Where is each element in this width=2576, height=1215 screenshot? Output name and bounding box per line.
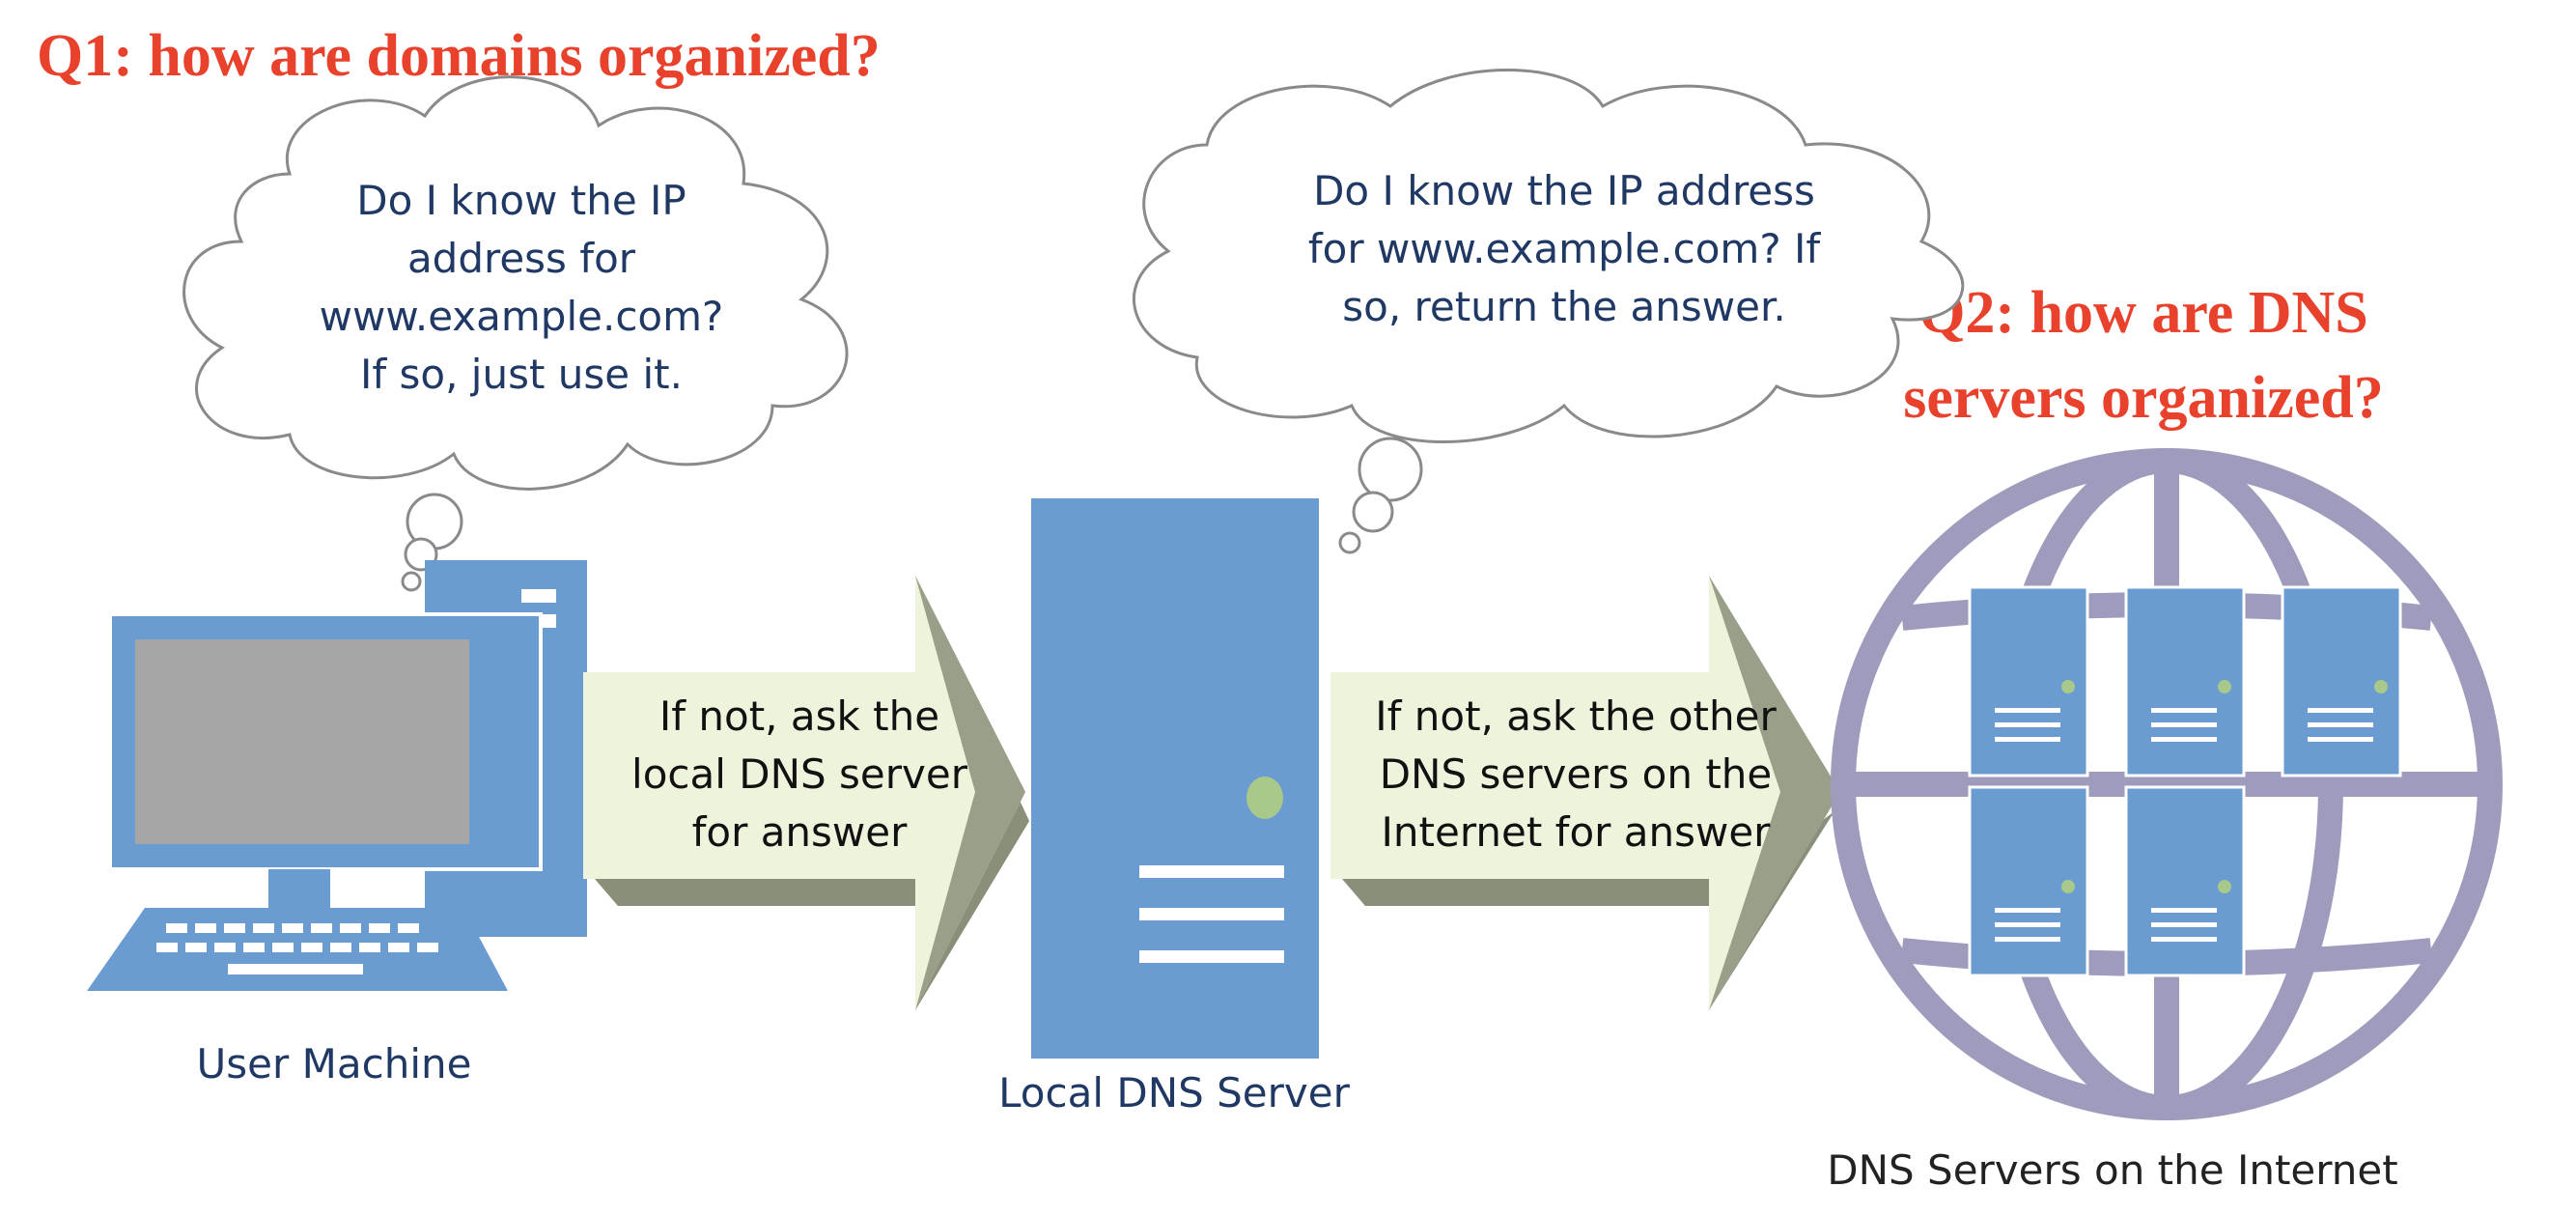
q2-heading-line1: Q2: how are DNS — [1918, 280, 2368, 346]
arrow1-line-2: local DNS server — [631, 750, 968, 798]
arrow-to-internet-dns — [1330, 576, 1840, 1010]
arrow2-line-2: DNS servers on the — [1380, 750, 1773, 798]
user-cloud-line-3: www.example.com? — [320, 293, 724, 340]
arrow-to-local-dns — [583, 576, 1029, 1010]
arrow2-line-1: If not, ask the other — [1375, 692, 1777, 740]
arrow1-line-3: for answer — [692, 808, 909, 856]
q2-heading-line2: servers organized? — [1903, 365, 2384, 431]
user-cloud-line-1: Do I know the IP — [356, 177, 686, 224]
globe-server-cluster-icon — [1831, 448, 2503, 1120]
local-dns-label: Local DNS Server — [998, 1069, 1350, 1116]
user-cloud-line-4: If so, just use it. — [360, 351, 683, 398]
user-thought-cloud — [182, 75, 849, 592]
server-tower-icon — [1031, 498, 1319, 1059]
local-cloud-line-1: Do I know the IP address — [1313, 167, 1815, 214]
user-cloud-line-2: address for — [407, 235, 636, 282]
arrow2-line-3: Internet for answer — [1382, 808, 1772, 856]
local-cloud-line-3: so, return the answer. — [1342, 283, 1786, 330]
desktop-computer-icon — [87, 560, 587, 991]
local-cloud-line-2: for www.example.com? If — [1308, 225, 1822, 272]
q1-heading: Q1: how are domains organized? — [37, 23, 881, 89]
arrow1-line-1: If not, ask the — [659, 692, 939, 740]
local-thought-cloud — [1132, 69, 1965, 554]
internet-dns-label: DNS Servers on the Internet — [1827, 1146, 2397, 1194]
user-machine-label: User Machine — [197, 1040, 472, 1088]
